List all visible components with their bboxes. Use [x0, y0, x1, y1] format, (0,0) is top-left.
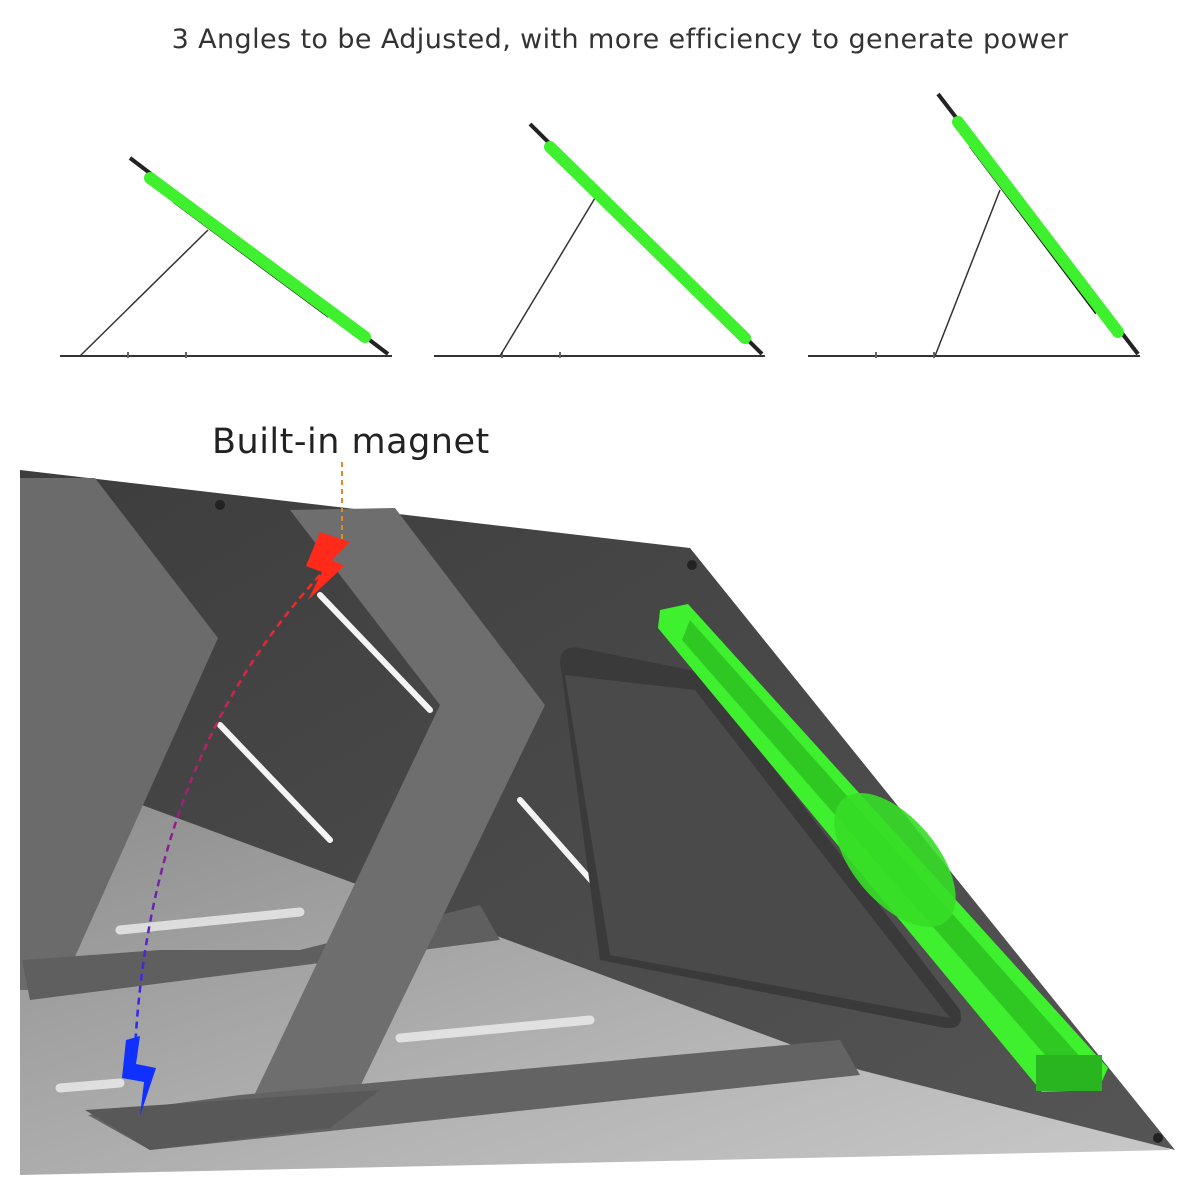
headline: 3 Angles to be Adjusted, with more effic… — [171, 24, 1069, 55]
green-panel — [144, 172, 371, 343]
fabric-leg-right — [240, 508, 545, 1128]
lightning-bolt-red-icon — [306, 532, 350, 600]
lightning-bolt-blue-icon — [122, 1036, 156, 1116]
support-leg — [934, 189, 1001, 357]
angle-diagram-low — [60, 156, 392, 358]
angle-diagram-high — [808, 92, 1140, 358]
angle-diagram-mid — [434, 122, 765, 358]
support-leg — [79, 229, 209, 357]
magnet-label: Built-in magnet — [212, 422, 490, 462]
green-panel — [952, 116, 1124, 338]
fabric-leg-left — [20, 478, 218, 990]
green-panel — [544, 141, 751, 344]
support-leg — [499, 192, 599, 357]
angle-diagrams — [60, 92, 1140, 358]
